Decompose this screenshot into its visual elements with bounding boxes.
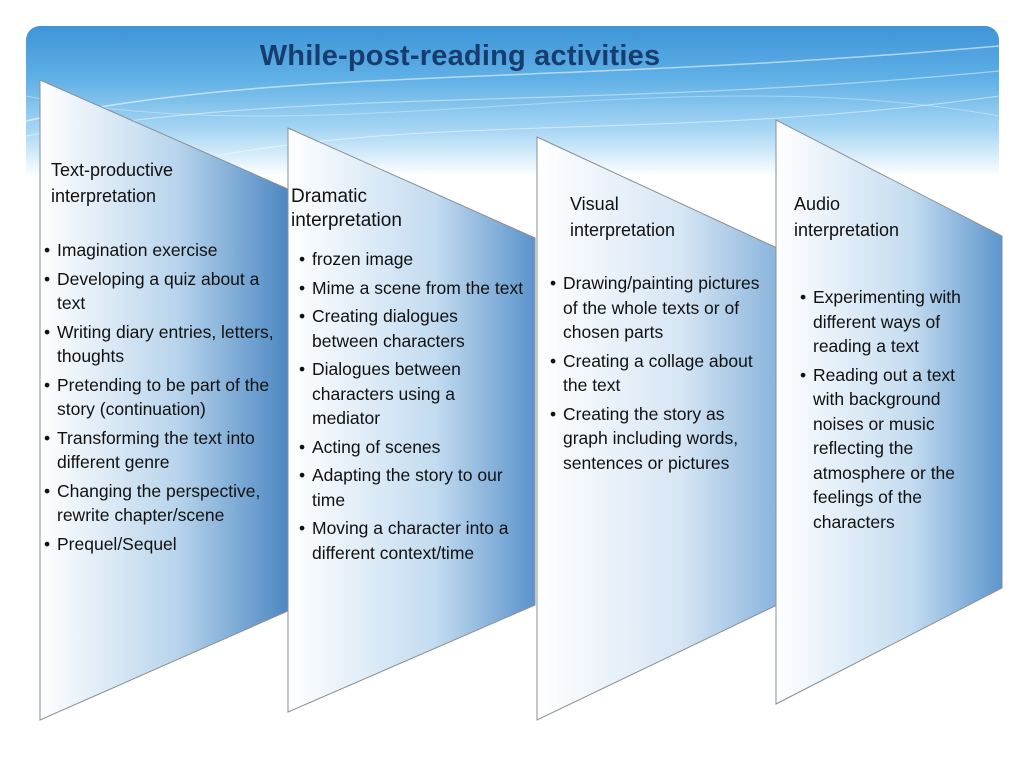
list-item: Prequel/Sequel — [44, 532, 280, 557]
heading-line: Text-productive — [51, 160, 174, 180]
list-item: Developing a quiz about a text — [44, 267, 280, 316]
list-item: Drawing/painting pictures of the whole t… — [550, 271, 772, 345]
list-item: Creating a collage about the text — [550, 349, 772, 398]
list-item: Writing diary entries, letters, thoughts — [44, 320, 280, 369]
list-item: Adapting the story to our time — [299, 463, 527, 512]
heading-line: interpretation — [51, 186, 157, 206]
heading-line: interpretation — [794, 220, 900, 240]
heading-line: interpretation — [570, 220, 676, 240]
column-heading-dramatic: Dramatic interpretation — [291, 185, 402, 233]
list-item: Imagination exercise — [44, 238, 280, 263]
column-heading-audio: Audio interpretation — [794, 191, 899, 243]
list-item: Reading out a text with background noise… — [800, 363, 986, 535]
column-heading-visual: Visual interpretation — [570, 191, 675, 243]
list-item: Changing the perspective, rewrite chapte… — [44, 479, 280, 528]
list-item: Pretending to be part of the story (cont… — [44, 373, 280, 422]
activity-list-visual: Drawing/painting pictures of the whole t… — [550, 271, 772, 479]
activity-list-text-productive: Imagination exercise Developing a quiz a… — [44, 238, 280, 560]
heading-line: Audio — [794, 194, 841, 214]
heading-line: Dramatic — [291, 186, 368, 207]
activity-list-audio: Experimenting with different ways of rea… — [800, 285, 986, 538]
list-item: Creating the story as graph including wo… — [550, 402, 772, 476]
slide-title: While-post-reading activities — [259, 40, 661, 72]
heading-line: Visual — [570, 194, 619, 214]
list-item: Moving a character into a different cont… — [299, 516, 527, 565]
heading-line: interpretation — [291, 210, 402, 231]
banner-wave-lines — [26, 45, 999, 176]
list-item: Mime a scene from the text — [299, 276, 527, 301]
column-heading-text-productive: Text-productive interpretation — [51, 157, 173, 209]
list-item: Transforming the text into different gen… — [44, 426, 280, 475]
list-item: Creating dialogues between characters — [299, 304, 527, 353]
list-item: Acting of scenes — [299, 435, 527, 460]
activity-list-dramatic: frozen image Mime a scene from the text … — [299, 247, 527, 569]
list-item: Experimenting with different ways of rea… — [800, 285, 986, 359]
list-item: Dialogues between characters using a med… — [299, 357, 527, 431]
list-item: frozen image — [299, 247, 527, 272]
